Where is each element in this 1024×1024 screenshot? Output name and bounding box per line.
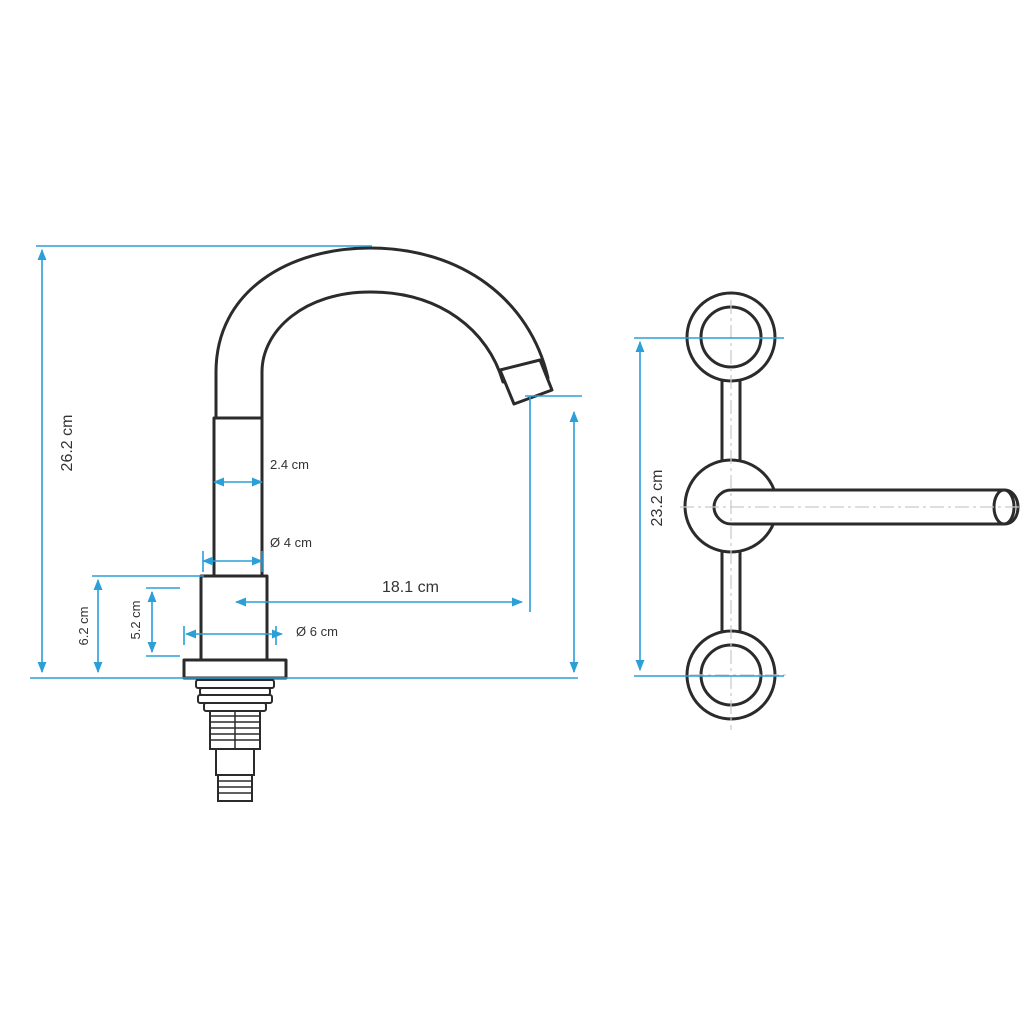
total-height-label: 26.2 cm	[59, 415, 76, 472]
plan-span-label: 23.2 cm	[649, 470, 666, 527]
pipe-top-diameter-label: 2.4 cm	[270, 457, 309, 472]
vertical-pipe	[212, 416, 264, 578]
base-diameter-label: Ø 6 cm	[296, 624, 338, 639]
spout-tube	[214, 246, 550, 422]
spout-nozzle	[498, 358, 554, 406]
base-inner-height-label: 5.2 cm	[128, 600, 143, 639]
pipe-bottom-diameter-label: Ø 4 cm	[270, 535, 312, 550]
base-flange	[182, 658, 288, 680]
spout-reach-label: 18.1 cm	[382, 579, 439, 596]
faucet-side-view	[182, 246, 554, 802]
base-outer-height-label: 6.2 cm	[76, 606, 91, 645]
mounting-hardware	[195, 679, 275, 802]
side-view-dimensions: 26.2 cm 2.4 cm Ø 4 cm 18.1 cm 6.2 cm 5.2…	[30, 245, 582, 679]
faucet-plan-view	[680, 291, 1022, 730]
base-body	[199, 574, 269, 662]
plan-view-dimensions: 23.2 cm	[634, 337, 784, 677]
